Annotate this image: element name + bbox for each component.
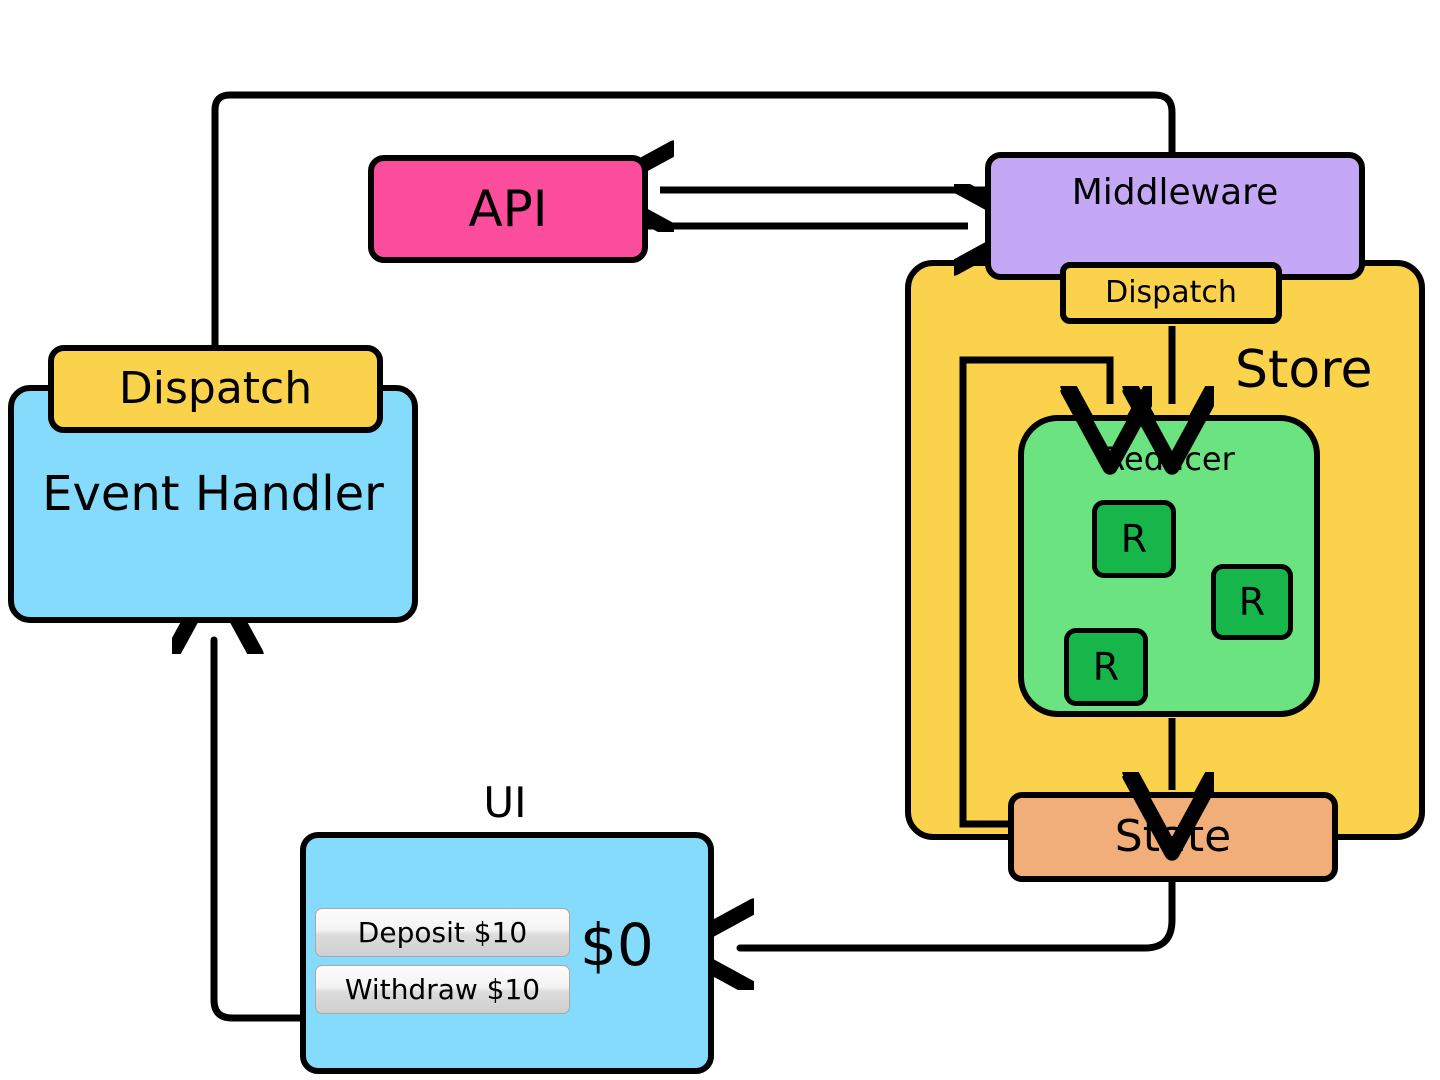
edge-state-to-ui	[740, 878, 1176, 948]
reducer-chip-label: R	[1238, 580, 1266, 624]
event-handler-label: Event Handler	[42, 466, 384, 522]
balance-display: $0	[580, 911, 654, 979]
reducer-chip[interactable]: R	[1211, 564, 1293, 640]
store-label: Store	[1235, 340, 1373, 400]
api-node[interactable]: API	[368, 155, 648, 263]
deposit-button[interactable]: Deposit $10	[315, 908, 570, 957]
middleware-node[interactable]: Middleware	[985, 152, 1365, 280]
ui-label: UI	[483, 777, 527, 827]
store-dispatch-label: Dispatch	[1105, 275, 1237, 311]
reducer-chip-label: R	[1120, 517, 1148, 561]
deposit-button-label: Deposit $10	[357, 916, 528, 949]
reducer-chip[interactable]: R	[1092, 500, 1176, 578]
api-label: API	[468, 179, 548, 238]
reducer-chip[interactable]: R	[1064, 628, 1148, 706]
store-dispatch-node[interactable]: Dispatch	[1060, 262, 1282, 324]
withdraw-button[interactable]: Withdraw $10	[315, 965, 570, 1014]
state-label: State	[1114, 810, 1232, 862]
state-node[interactable]: State	[1008, 792, 1338, 882]
reducer-chip-label: R	[1092, 645, 1120, 689]
event-handler-dispatch-node[interactable]: Dispatch	[48, 345, 383, 433]
edge-ui-to-event-handler	[214, 640, 304, 1022]
withdraw-button-label: Withdraw $10	[344, 973, 541, 1006]
middleware-label: Middleware	[1071, 172, 1279, 213]
event-handler-dispatch-label: Dispatch	[118, 362, 313, 414]
reducer-label: Reducer	[1103, 440, 1235, 478]
